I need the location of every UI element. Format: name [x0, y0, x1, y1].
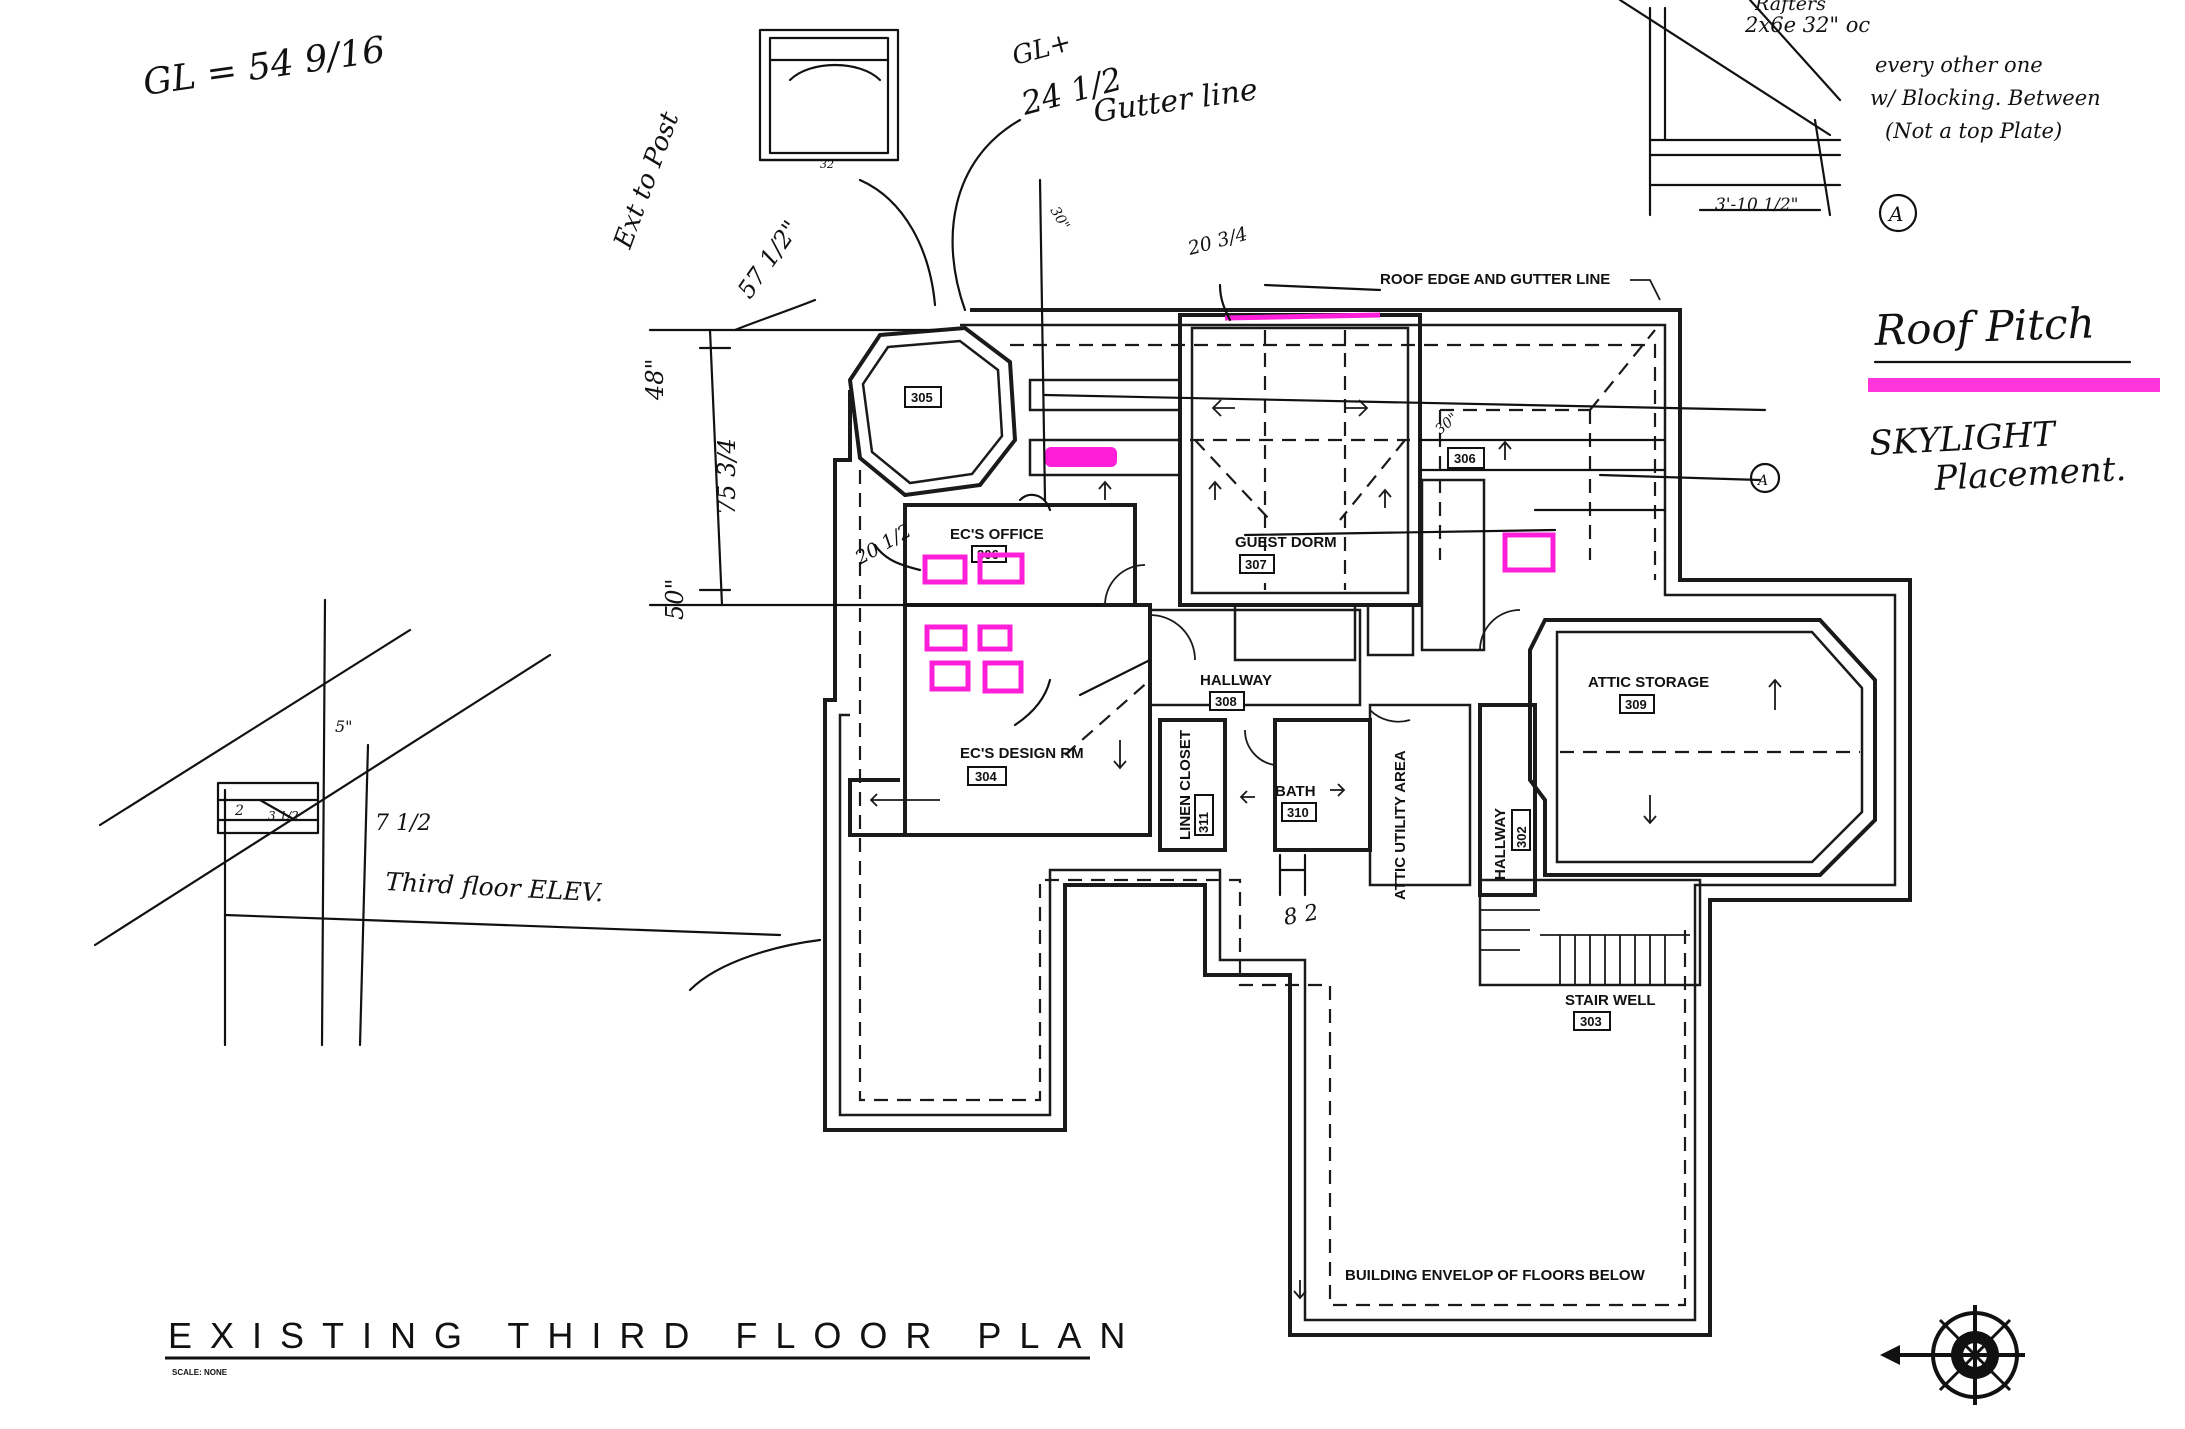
- hand-dim-32: 32: [820, 158, 834, 171]
- hand-dim-30: 30": [1047, 204, 1073, 233]
- hand-third-floor-elev: Third floor ELEV.: [385, 867, 604, 907]
- room-number-hallway-side: 302: [1514, 826, 1529, 848]
- handwritten-notes: GL = 54 9/16 GL+ 24 1/2 Gutter line Ext …: [141, 27, 2132, 931]
- room-number-tower: 305: [911, 390, 933, 405]
- hand-dim-30b: 30": [1432, 410, 1461, 438]
- building-envelope-label: BUILDING ENVELOP OF FLOORS BELOW: [1345, 1267, 1646, 1284]
- hand-skylight-1: SKYLIGHT: [1868, 414, 2058, 464]
- third-floor-elevation-sketch: 2 3 1/2 5" 7 1/2 Third floor ELEV.: [93, 598, 782, 1047]
- room-label-attic-storage: ATTIC STORAGE: [1588, 674, 1709, 691]
- hand-dim-57: 57 1/2": [732, 215, 805, 303]
- room-labels: EC'S OFFICE 306 GUEST DORM 307 HALLWAY 3…: [904, 271, 1709, 1284]
- hand-elev-2: 2: [234, 803, 244, 819]
- hand-circle-a: A: [1887, 202, 1903, 226]
- room-label-hallway-center: HALLWAY: [1200, 672, 1272, 689]
- hand-gl-plus: GL+: [1009, 27, 1075, 71]
- skylight-highlights: [922, 312, 2160, 694]
- hand-rafters-4: w/ Blocking. Between: [1870, 86, 2101, 110]
- exterior-walls: [823, 308, 1912, 1337]
- hand-elev-7: 7 1/2: [375, 811, 431, 836]
- hand-dim-20: 20 3/4: [1185, 223, 1250, 260]
- room-label-guest-dorm: GUEST DORM: [1235, 534, 1337, 551]
- hand-dim-8-2: 8 2: [1282, 900, 1321, 931]
- hand-rafters-5: (Not a top Plate): [1885, 119, 2062, 143]
- room-label-bath: BATH: [1275, 783, 1316, 800]
- room-number-closet-small: 306: [1454, 451, 1476, 466]
- hand-left-top: 48": [641, 358, 669, 401]
- room-label-stair-well: STAIR WELL: [1565, 992, 1656, 1009]
- room-label-linen-closet: LINEN CLOSET: [1177, 730, 1194, 840]
- hand-gl: GL = 54 9/16: [141, 29, 388, 104]
- hand-left-bot: 50": [661, 578, 689, 620]
- hand-roof-pitch: Roof Pitch: [1873, 298, 2096, 355]
- hand-left-mid: 75 3/4: [713, 438, 741, 515]
- roof-dashed-lines: [858, 329, 1860, 1307]
- hand-circle-a-plan: A: [1756, 473, 1768, 489]
- hand-elev-3: 3 1/2: [268, 809, 299, 823]
- hand-dim-3-10: 3'-10 1/2": [1715, 195, 1798, 215]
- room-label-ecs-design-rm: EC'S DESIGN RM: [960, 745, 1084, 762]
- room-number-linen-closet: 311: [1196, 812, 1211, 833]
- room-number-ecs-design-rm: 304: [975, 769, 997, 784]
- compass-icon: [1880, 1305, 2025, 1405]
- hand-ext-to-post: Ext to Post: [608, 108, 685, 254]
- hand-rafters-2: 2x6e 32" oc: [1744, 13, 1870, 37]
- scale-note: SCALE: NONE: [172, 1368, 228, 1377]
- title-block: EXISTING THIRD FLOOR PLAN SCALE: NONE: [165, 1315, 1143, 1377]
- room-label-attic-utility: ATTIC UTILITY AREA: [1392, 750, 1409, 900]
- room-number-stair-well: 303: [1580, 1014, 1602, 1029]
- rafter-sketch: 3'-10 1/2" Rafters 2x6e 32" oc every oth…: [1618, 0, 2101, 233]
- handwritten-dimension-lines: A: [648, 118, 1781, 992]
- hand-rafters-3: every other one: [1875, 53, 2043, 77]
- hand-rafters-1: Rafters: [1754, 0, 1826, 15]
- drawing-title: EXISTING THIRD FLOOR PLAN: [168, 1315, 1143, 1356]
- roof-edge-gutter-label: ROOF EDGE AND GUTTER LINE: [1380, 271, 1610, 288]
- room-label-hallway-side: HALLWAY: [1492, 808, 1509, 880]
- room-label-ecs-office: EC'S OFFICE: [950, 526, 1044, 543]
- window-sketch: 32: [758, 28, 900, 171]
- room-number-attic-storage: 309: [1625, 697, 1647, 712]
- room-number-bath: 310: [1287, 805, 1309, 820]
- room-number-hallway-center: 308: [1215, 694, 1237, 709]
- slope-arrows: [869, 399, 1782, 1300]
- interior-walls: [847, 313, 1877, 987]
- room-number-guest-dorm: 307: [1245, 557, 1267, 572]
- stair-treads: [1480, 909, 1690, 985]
- hand-elev-5: 5": [335, 717, 353, 736]
